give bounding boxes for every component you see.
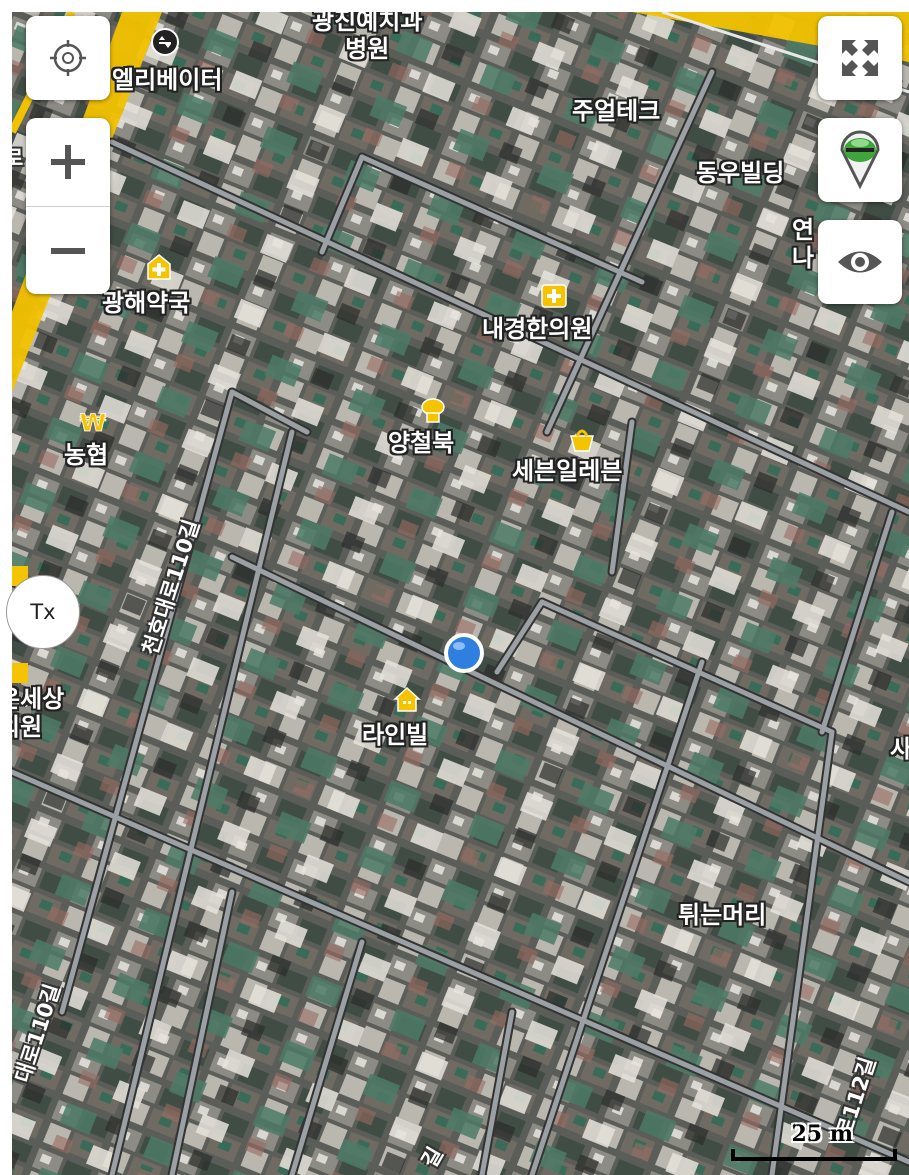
label-twineun-meori[interactable]: 튀는머리 [678, 901, 767, 929]
layer-pin-icon [840, 130, 880, 190]
scale-label: 25 m [791, 1121, 853, 1147]
eye-icon [838, 251, 882, 273]
label-gwanghae-pharmacy[interactable]: 광해약국 [102, 289, 191, 317]
locate-icon [50, 40, 86, 76]
satellite-imagery [12, 12, 909, 1175]
label-yeon-partial[interactable]: 연 나 [792, 216, 815, 272]
label-line: 연 [792, 216, 815, 244]
fullscreen-button[interactable] [818, 16, 902, 100]
label-jueol-tech[interactable]: 주얼테크 [572, 97, 661, 125]
label-line: 병원 [345, 34, 390, 63]
layer-button[interactable] [818, 118, 902, 202]
label-sesang-partial[interactable]: 온세상 의원 [12, 685, 65, 741]
road-label: 로 [12, 146, 24, 170]
label-sa-partial[interactable]: 사 [890, 735, 909, 763]
label-dongwoo-building[interactable]: 동우빌딩 [696, 159, 785, 187]
scale-bar-line [731, 1149, 897, 1161]
map-view[interactable]: ₩ 광진예치과 병원 엘리베이터 주얼테크 동우빌딩 연 나 광해약국 내경한의… [12, 12, 909, 1175]
bank-icon[interactable]: ₩ [78, 407, 108, 437]
label-yangcheolbuk[interactable]: 양철북 [388, 429, 455, 457]
tx-button[interactable]: Tx [6, 575, 80, 649]
fullscreen-icon [842, 40, 878, 76]
minus-icon [51, 248, 85, 254]
zoom-out-button[interactable] [26, 206, 110, 294]
label-line: 나 [792, 243, 815, 272]
partial-poi-icon[interactable] [12, 657, 30, 687]
zoom-in-button[interactable] [26, 118, 110, 206]
pharmacy-icon[interactable] [144, 252, 174, 282]
store-icon[interactable] [567, 424, 597, 454]
label-nonghyup[interactable]: 농협 [64, 441, 109, 469]
label-line: 광진예치과 [312, 12, 423, 35]
eye-button[interactable] [818, 220, 902, 304]
svg-text:₩: ₩ [80, 409, 107, 437]
label-line: 의원 [12, 712, 43, 741]
label-gwangjin-dental[interactable]: 광진예치과 병원 [312, 12, 422, 63]
restaurant-icon[interactable] [418, 396, 448, 426]
label-naegyeong-clinic[interactable]: 내경한의원 [482, 315, 593, 343]
clinic-icon[interactable] [539, 280, 569, 310]
scale-bar: 25 m [731, 1121, 897, 1161]
home-icon[interactable] [392, 684, 422, 714]
label-elevator[interactable]: 엘리베이터 [112, 66, 223, 94]
label-line: 온세상 [12, 685, 65, 713]
current-location-marker [444, 633, 484, 673]
elevator-icon[interactable] [150, 27, 180, 57]
label-line-bill[interactable]: 라인빌 [362, 721, 429, 749]
zoom-control [26, 118, 110, 294]
label-seven-eleven[interactable]: 세븐일레븐 [512, 457, 623, 485]
locate-button[interactable] [26, 16, 110, 100]
plus-icon [51, 145, 85, 179]
